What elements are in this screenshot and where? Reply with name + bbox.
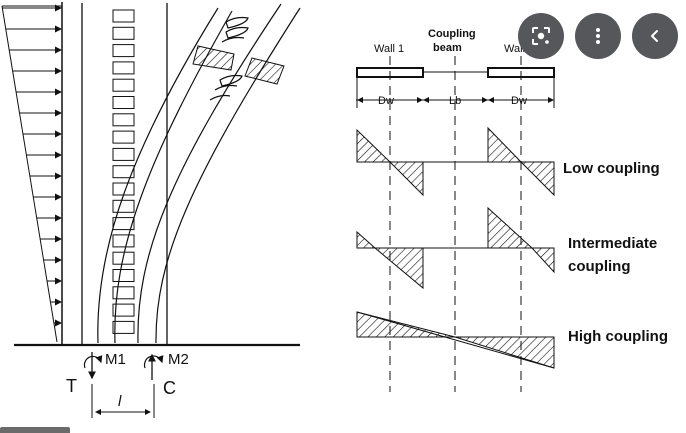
- coupling-beam-opening: [112, 113, 135, 127]
- coupling-beam-opening: [112, 217, 135, 231]
- intermediate-coupling-diagram: [356, 206, 555, 290]
- wall-depth-left-label: Dw: [378, 95, 394, 107]
- chevron-left-icon: [651, 30, 658, 42]
- moment-m1-label: M1: [105, 351, 126, 368]
- coupling-beam-opening: [112, 61, 135, 75]
- more-options-button[interactable]: [575, 13, 621, 59]
- coupled-wall-building: [14, 3, 300, 347]
- coupling-beam-opening: [112, 269, 135, 282]
- coupling-beam-opening: [112, 303, 135, 317]
- coupling-beam-openings: [112, 9, 135, 334]
- moment-m2-label: M2: [168, 351, 189, 368]
- coupling-beam-opening: [112, 165, 135, 179]
- lateral-load-distribution: [1, 2, 63, 345]
- low-coupling-label: Low coupling: [563, 160, 660, 177]
- coupling-beam-label-line2: beam: [433, 42, 462, 54]
- intermediate-coupling-label-line2: coupling: [568, 258, 631, 275]
- lens-button[interactable]: [518, 13, 564, 59]
- intermediate-coupling-label-line1: Intermediate: [568, 235, 657, 252]
- coupling-beam-opening: [112, 130, 135, 144]
- coupling-beam-opening: [112, 44, 135, 58]
- low-coupling-diagram: [356, 126, 555, 197]
- coupling-beam-opening: [112, 26, 135, 40]
- coupling-beam-label-line1: Coupling: [428, 28, 476, 40]
- high-coupling-diagram: [356, 311, 555, 369]
- coupling-beam-opening: [112, 147, 135, 161]
- load-arrows: [2, 4, 62, 327]
- plan-section: Wall 1 Coupling beam Wall 2 Dw Lb Dw: [356, 28, 668, 392]
- lens-icon: [532, 27, 550, 45]
- back-button[interactable]: [632, 13, 678, 59]
- compression-label: C: [163, 378, 176, 398]
- wall1-label: Wall 1: [374, 43, 404, 55]
- tension-label: T: [66, 376, 77, 396]
- coupling-beam-opening: [112, 320, 135, 334]
- coupling-beam-opening: [112, 286, 135, 300]
- bottom-scroll-indicator: [0, 427, 70, 433]
- wall-depth-right-label: Dw: [511, 95, 527, 107]
- more-vertical-icon: [596, 28, 600, 44]
- coupling-beam-opening: [112, 96, 135, 109]
- base-reactions: M1 M2 T C l: [66, 351, 189, 418]
- coupling-beam-opening: [112, 9, 135, 23]
- coupling-beam-opening: [112, 78, 135, 92]
- high-coupling-label: High coupling: [568, 328, 668, 345]
- coupling-beam-opening: [112, 199, 135, 213]
- deformed-shape: [97, 3, 301, 344]
- lever-arm-label: l: [118, 393, 122, 410]
- coupling-beam-opening: [112, 234, 135, 248]
